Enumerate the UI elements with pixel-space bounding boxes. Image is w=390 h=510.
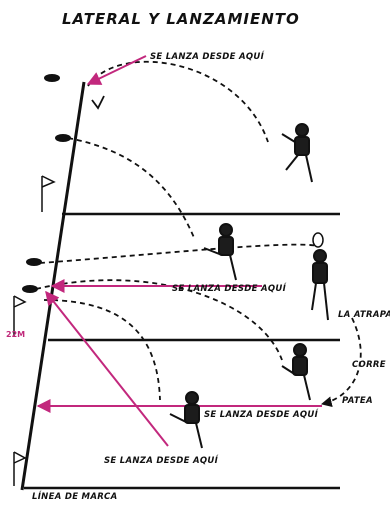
label-kick: PATEA xyxy=(342,396,373,406)
trajectory-top xyxy=(87,60,269,143)
trajectory-mid xyxy=(39,243,319,264)
arrow-throw-top xyxy=(86,55,147,85)
player-kicker-right xyxy=(281,343,311,401)
label-throw-top: SE LANZA DESDE AQUÍ xyxy=(150,52,265,62)
label-throw-right: SE LANZA DESDE AQUÍ xyxy=(204,410,319,420)
label-catch: LA ATRAPA xyxy=(338,310,390,320)
label-run: CORRE xyxy=(352,360,386,370)
ball-caught xyxy=(312,232,324,248)
label-throw-mid: SE LANZA DESDE AQUÍ xyxy=(172,284,287,294)
label-touchline: LÍNEA DE MARCA xyxy=(32,492,118,502)
trajectory-bottom xyxy=(43,299,161,401)
label-throw-bottom: SE LANZA DESDE AQUÍ xyxy=(104,456,219,466)
ball xyxy=(55,134,71,142)
ball xyxy=(26,258,42,266)
player-kicker-bottom xyxy=(169,391,203,449)
arrow-throw-bottom xyxy=(45,290,169,447)
catch-tick xyxy=(91,95,105,110)
player-catcher xyxy=(311,249,329,321)
trajectory-second xyxy=(67,137,196,241)
ball xyxy=(22,285,38,293)
corner-flag-top xyxy=(41,175,56,212)
corner-flag-22m xyxy=(13,295,27,336)
player-kicker-second xyxy=(203,223,237,281)
run-path xyxy=(320,317,362,408)
ball xyxy=(44,74,60,82)
corner-flag-bottom xyxy=(13,451,27,486)
label-22m: 22M xyxy=(6,330,26,339)
player-kicker-top xyxy=(281,123,313,183)
diagram-title: LATERAL Y LANZAMIENTO xyxy=(62,10,300,28)
